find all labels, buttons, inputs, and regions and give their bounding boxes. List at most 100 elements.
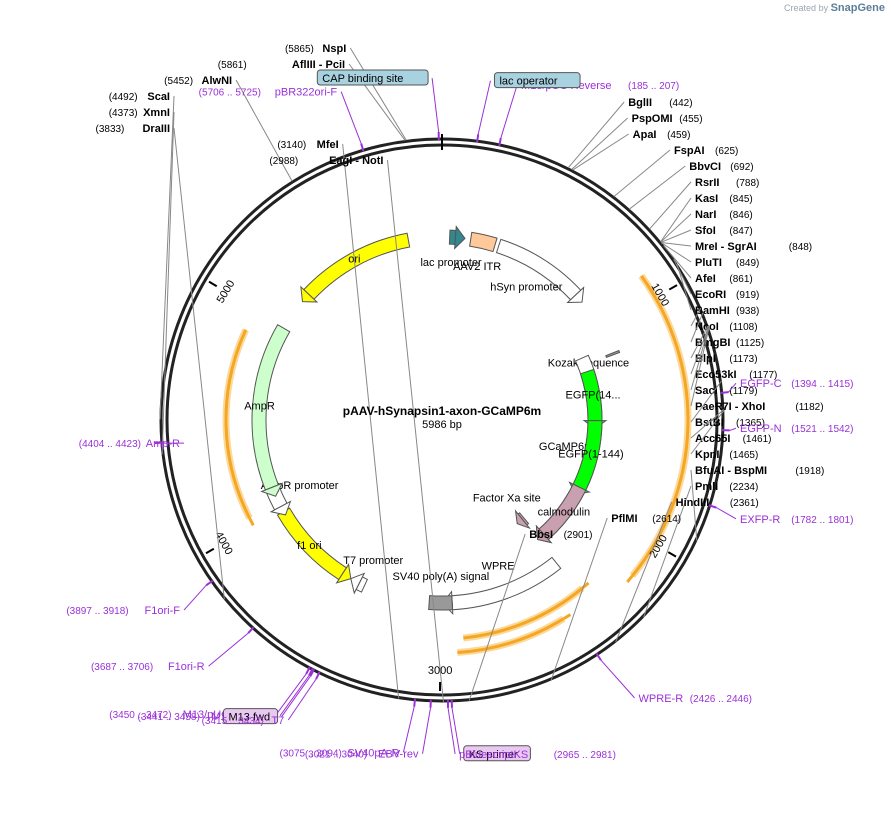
primer-lac-operator[interactable]: lac operator: [476, 72, 581, 143]
site-position: (1365): [736, 418, 765, 429]
site-bamhi[interactable]: BamHI(938): [676, 263, 759, 317]
feature-label-aav2-itr: AAV2 ITR: [453, 261, 501, 273]
site-nari[interactable]: NarI(846): [660, 209, 753, 243]
primer-f1ori-f[interactable]: F1ori-F(3897 .. 3918): [66, 579, 214, 617]
site-kasi[interactable]: KasI(845): [660, 193, 753, 243]
feature-hsyn-promoter[interactable]: hSyn promoter: [490, 238, 585, 304]
feature-label-gcamp6m: GCaMP6m: [539, 441, 593, 453]
site-pspomi[interactable]: PspOMI(455): [571, 113, 703, 170]
site-position: (2234): [729, 482, 758, 493]
primer-f1ori-r[interactable]: F1ori-R(3687 .. 3706): [91, 626, 255, 673]
site-pflmi[interactable]: PflMI(2614): [550, 513, 681, 681]
primer-exfp-r[interactable]: EXFP-R(1782 .. 1801): [708, 504, 854, 526]
site-bglii[interactable]: BglII(442): [567, 97, 693, 169]
feature-t7-promoter[interactable]: T7 promoter: [343, 555, 404, 595]
site-eco53ki[interactable]: Eco53kI(1177): [690, 327, 777, 381]
feature-label-wpre: WPRE: [482, 561, 515, 573]
primer-leader: [402, 706, 415, 753]
primer-name: CAP binding site: [322, 73, 403, 85]
site-sfoi[interactable]: SfoI(847): [660, 225, 753, 243]
site-position: (1465): [729, 450, 758, 461]
site-kpni[interactable]: KpnI(1465): [690, 410, 758, 461]
primer-range: (3687 .. 3706): [91, 662, 153, 673]
primer-t7[interactable]: T7(3415 .. 3434): [202, 671, 321, 727]
site-position: (1182): [795, 402, 823, 413]
site-paer7i[interactable]: PaeR7I - XhoI(1182): [690, 328, 824, 413]
site-bbsi[interactable]: BbsI(2901): [468, 529, 593, 701]
primer-m13-fwd[interactable]: M13 fwd: [222, 668, 315, 725]
site-position: (2901): [564, 530, 593, 541]
feature-sv40-polya[interactable]: SV40 poly(A) signal: [393, 571, 490, 611]
primer-sv40pa-r[interactable]: SV40pA-R(3075 .. 3094): [280, 698, 416, 760]
site-pluti[interactable]: PluTI(849): [661, 242, 759, 269]
primer-name: pBR322ori-F: [275, 87, 338, 99]
primer-cap-binding-site[interactable]: CAP binding site: [316, 69, 440, 141]
feature-egfp-14[interactable]: EGFP(14...: [566, 368, 621, 430]
site-alwni[interactable]: AlwNI(5452): [164, 75, 293, 182]
site-leader: [690, 410, 725, 455]
feature-calmodulin[interactable]: calmodulin: [535, 483, 590, 544]
site-draiii[interactable]: DraIII(3833): [95, 123, 225, 600]
primer-ks-primer[interactable]: KS primer: [450, 699, 531, 762]
primer-wpre-r[interactable]: WPRE-R(2426 .. 2446): [595, 652, 752, 705]
site-position: (2614): [652, 514, 681, 525]
site-apai[interactable]: ApaI(459): [572, 129, 691, 171]
primer-amp-r[interactable]: Amp-R(4404 .. 4423): [79, 438, 185, 450]
site-afei[interactable]: AfeI(861): [663, 245, 753, 285]
site-fspai[interactable]: FspAI(625): [613, 145, 738, 197]
primer-leader: [340, 91, 362, 144]
site-xmni[interactable]: XmnI(4373): [109, 107, 175, 455]
site-bbvci[interactable]: BbvCI(692): [628, 161, 754, 210]
site-eagi[interactable]: EagI - NotI(2988): [269, 155, 444, 703]
primer-box: [463, 745, 531, 762]
site-hindiii[interactable]: HindIII(2361): [615, 497, 759, 643]
site-leader: [690, 312, 704, 343]
site-ecori[interactable]: EcoRI(919): [673, 259, 760, 301]
feature-ampr[interactable]: AmpR: [244, 324, 291, 497]
site-leader: [690, 307, 702, 327]
site-leader: [673, 259, 692, 295]
site-rsrii[interactable]: RsrII(788): [649, 177, 760, 230]
primer-range: (3441 .. 3458): [138, 712, 200, 723]
primer-leader: [281, 675, 311, 717]
site-mrei[interactable]: MreI - SgrAI(848): [661, 241, 812, 253]
site-bfuai[interactable]: BfuAI - BspMI(1918): [690, 465, 824, 541]
tick-mark-5000: [208, 280, 218, 288]
primer-ebv-rev[interactable]: EBV-rev(3021 .. 3040): [305, 699, 432, 761]
feature-lac-promoter[interactable]: lac promoter: [420, 225, 482, 270]
site-scai[interactable]: ScaI(4492): [109, 91, 175, 420]
primer-range: (5706 .. 5725): [199, 88, 261, 99]
primer-pbr322ori-f[interactable]: pBR322ori-F (5706 .. 5725): [199, 87, 365, 152]
feature-ori[interactable]: ori: [300, 232, 411, 303]
site-mfei[interactable]: MfeI(3140): [277, 139, 400, 699]
primer-egfp-c[interactable]: EGFP-C(1394 .. 1415): [720, 378, 854, 394]
primer-egfp-n[interactable]: EGFP-N(1521 .. 1542): [721, 423, 854, 435]
plasmid-name: pAAV-hSynapsin1-axon-GCaMP6m: [343, 404, 541, 418]
site-pmli[interactable]: PmlI(2234): [643, 481, 759, 618]
feature-egfp-1-144[interactable]: EGFP(1-144): [558, 420, 624, 495]
primer-range: (185 .. 207): [628, 81, 679, 92]
site-position: (5861): [218, 60, 247, 71]
feature-label-lac-promoter: lac promoter: [420, 257, 481, 269]
site-leader: [572, 133, 629, 171]
site-name: HindIII: [676, 497, 710, 509]
feature-factor-xa-site[interactable]: Factor Xa site: [473, 493, 541, 530]
site-acc65i[interactable]: Acc65I(1461): [690, 409, 772, 445]
orf-arc: [463, 586, 584, 640]
primer-range: (3021 .. 3040): [305, 750, 367, 761]
site-leader: [386, 159, 444, 703]
feature-f1-ori[interactable]: f1 ori: [276, 507, 352, 584]
primer-pbluescriptks[interactable]: pBluescriptKS(2965 .. 2981): [446, 699, 616, 761]
feature-label-factor-xa-site: Factor Xa site: [473, 493, 541, 505]
site-name: PluTI: [695, 257, 722, 269]
site-name: EagI - NotI: [329, 155, 383, 167]
primer-leader: [447, 707, 456, 755]
primer-name: Amp-R: [146, 438, 180, 450]
site-nspi[interactable]: NspI(5865): [285, 43, 407, 141]
site-name: SfoI: [695, 225, 716, 237]
feature-arc-f1-ori: [276, 507, 348, 581]
primer-box: [222, 708, 279, 725]
feature-aav2-itr[interactable]: AAV2 ITR: [453, 231, 501, 273]
primer-mark: [309, 668, 315, 677]
